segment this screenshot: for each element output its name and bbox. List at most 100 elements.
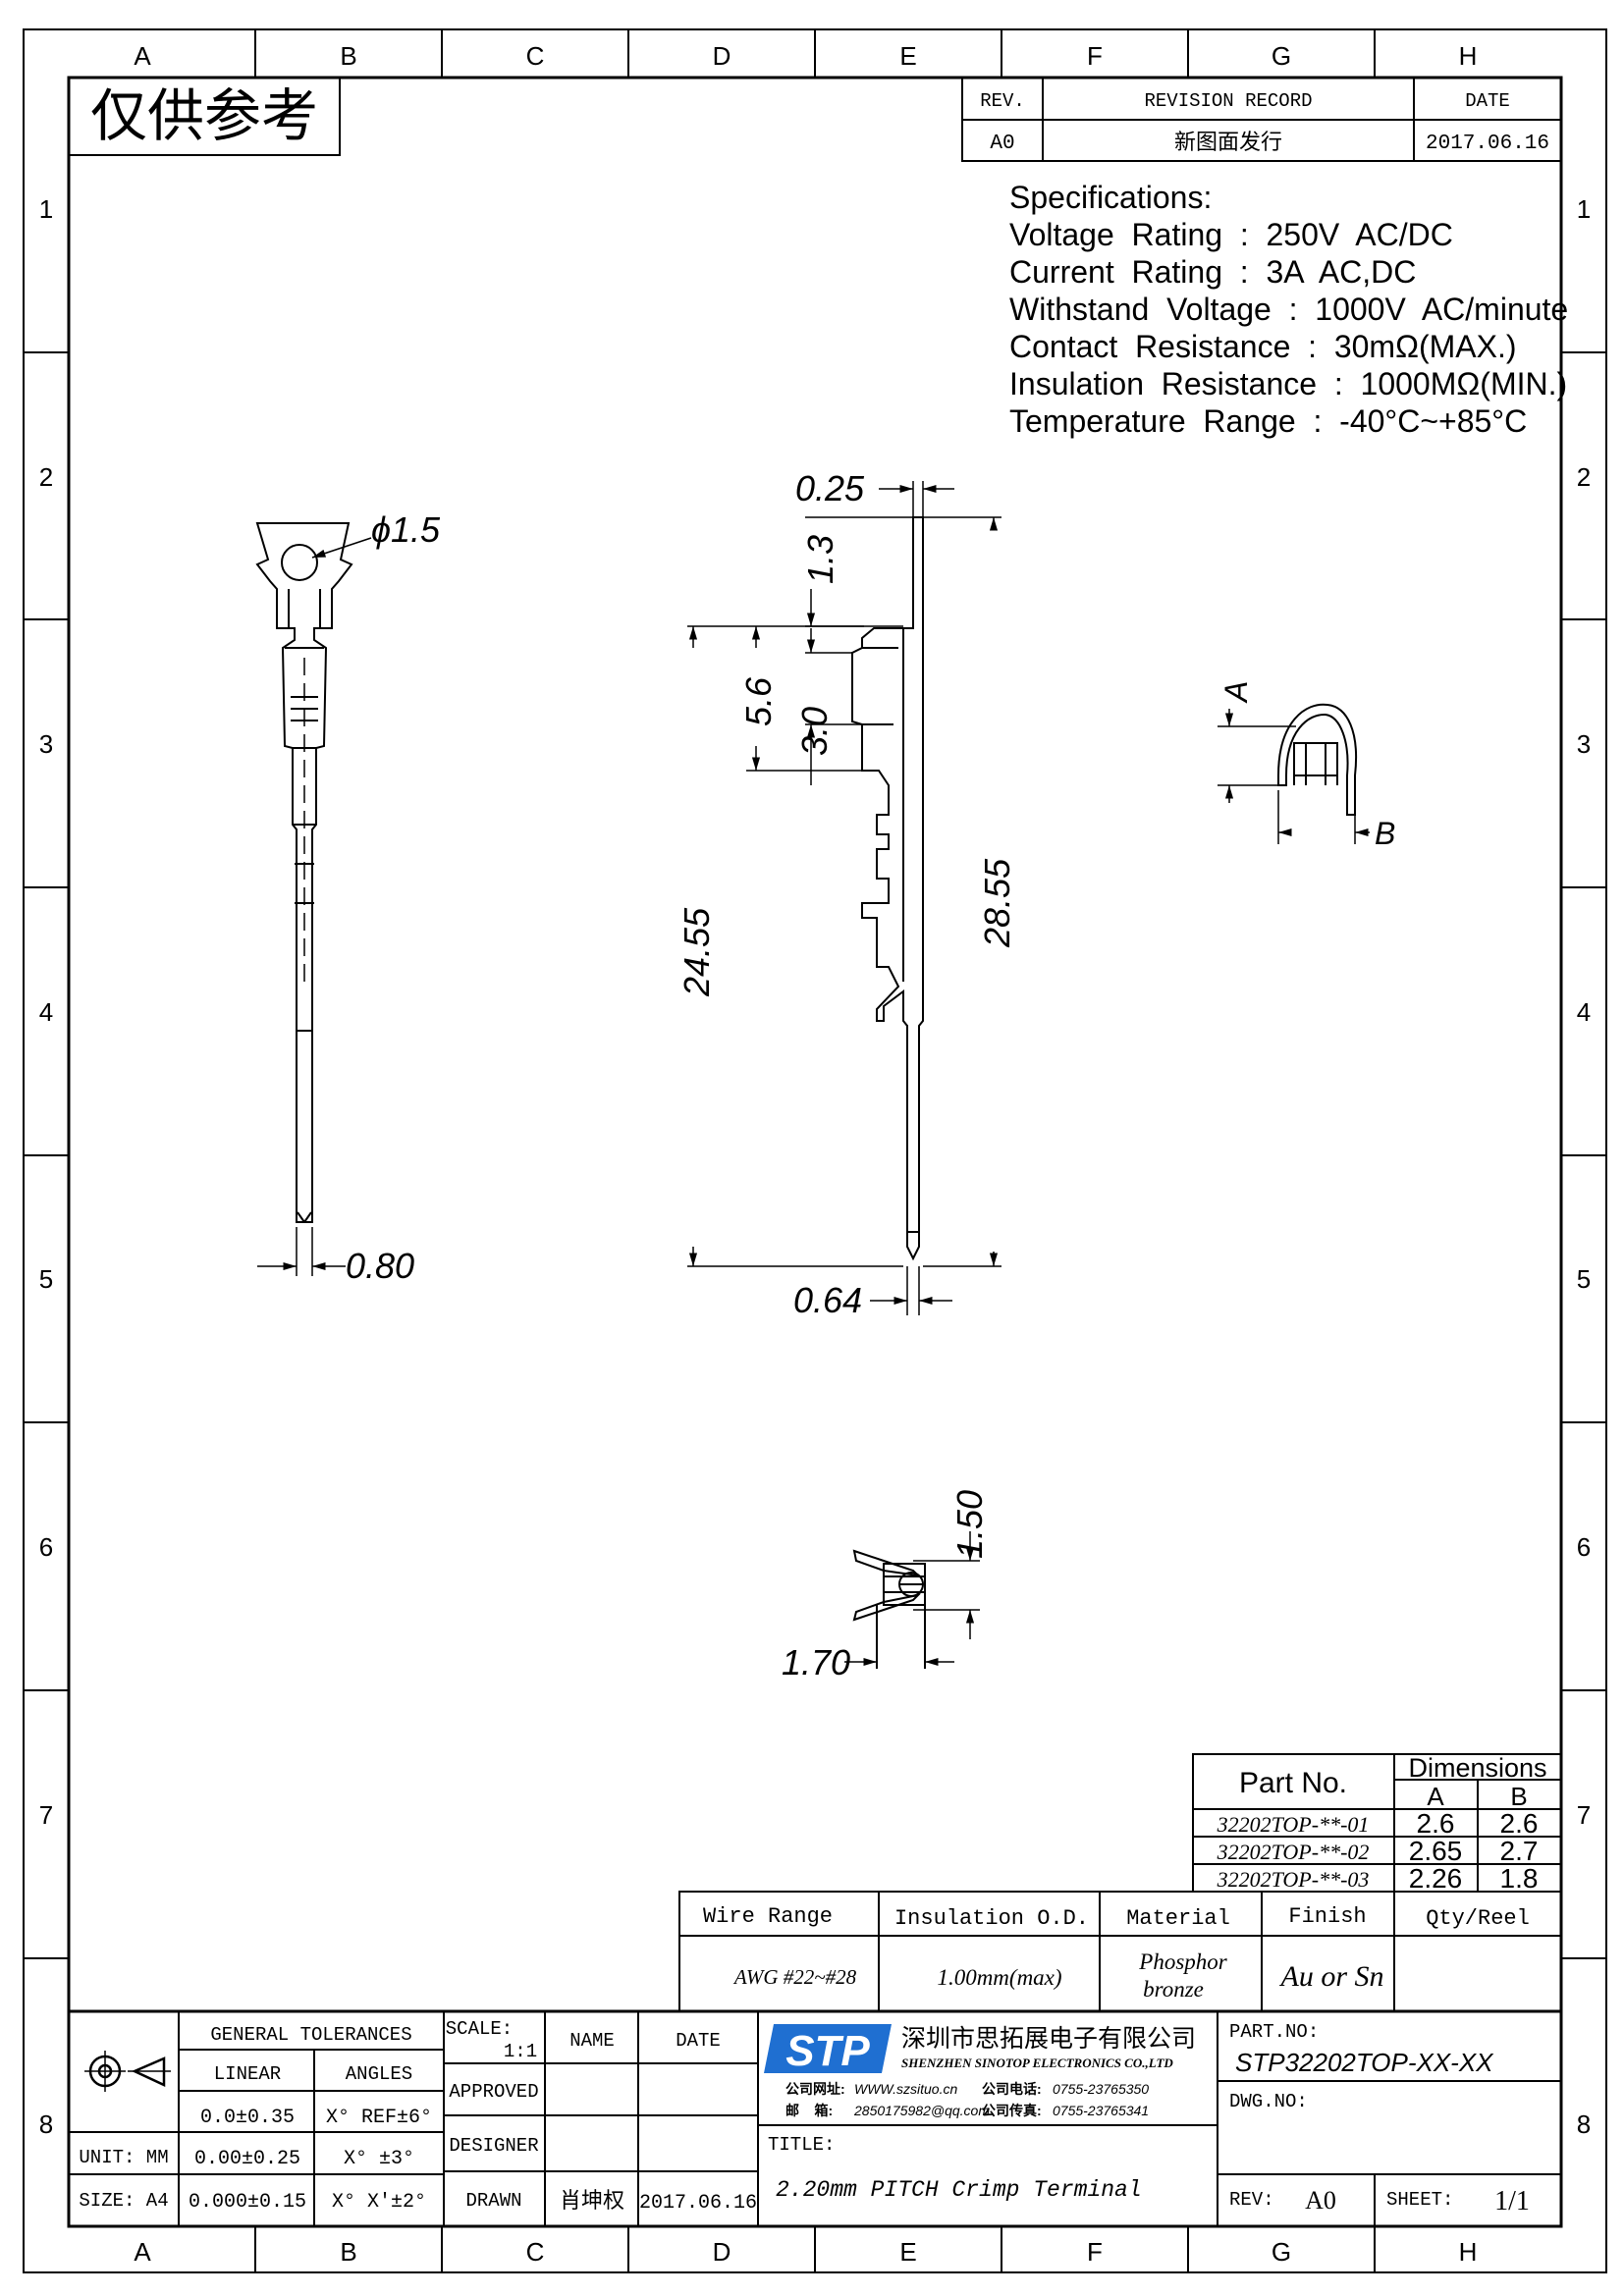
col-label-bottom: H xyxy=(1459,2237,1478,2267)
dim-tip-width: 0.64 xyxy=(793,1280,862,1320)
date-header: DATE xyxy=(1465,90,1510,112)
row-label-right: 5 xyxy=(1577,1264,1591,1294)
spec-line: Contact Resistance : 30mΩ(MAX.) xyxy=(1009,329,1517,364)
fax-value: 0755-23765341 xyxy=(1053,2103,1149,2118)
row-label-right: 6 xyxy=(1577,1532,1591,1562)
col-label-bottom: A xyxy=(134,2237,151,2267)
part-row-number: 32202TOP-**-01 xyxy=(1217,1812,1370,1837)
dim-5-6: 5.6 xyxy=(738,676,779,726)
row-label-left: 4 xyxy=(39,997,53,1027)
row-label-left: 5 xyxy=(39,1264,53,1294)
insulation-value: 1.00mm(max) xyxy=(937,1965,1061,1990)
drawn-label: DRAWN xyxy=(465,2190,521,2212)
angle-tol-3: X° X'±2° xyxy=(332,2191,426,2214)
row-label-left: 3 xyxy=(39,729,53,759)
spec-line: Insulation Resistance : 1000MΩ(MIN.) xyxy=(1009,366,1567,401)
row-label-right: 3 xyxy=(1577,729,1591,759)
col-label-top: B xyxy=(340,41,356,71)
col-label-top: D xyxy=(713,41,731,71)
spec-line: Withstand Voltage : 1000V AC/minute xyxy=(1009,292,1568,327)
dim-1-70: 1.70 xyxy=(782,1642,850,1682)
drawn-name: 肖坤权 xyxy=(560,2189,624,2215)
spec-line: Temperature Range : -40°C~+85°C xyxy=(1009,403,1527,439)
revision-record-value: 新图面发行 xyxy=(1174,131,1282,156)
material-value: bronze xyxy=(1143,1977,1204,2002)
end-dimensions xyxy=(1218,709,1370,844)
rev-label: REV: xyxy=(1229,2189,1274,2211)
sheet-value: 1/1 xyxy=(1494,2186,1530,2216)
mail-value: 2850175982@qq.com xyxy=(853,2103,990,2118)
col-label-bottom: G xyxy=(1272,2237,1291,2267)
row-label-left: 7 xyxy=(39,1800,53,1830)
general-tolerances-label: GENERAL TOLERANCES xyxy=(210,2024,411,2046)
col-a-header: A xyxy=(1427,1782,1444,1811)
col-label-top: C xyxy=(526,41,545,71)
finish-header: Finish xyxy=(1288,1904,1366,1929)
terminal-front-view xyxy=(255,522,353,1223)
wire-range-header: Wire Range xyxy=(703,1904,833,1929)
linear-tol-3: 0.000±0.15 xyxy=(189,2191,306,2214)
wire-range-value: AWG #22~#28 xyxy=(732,1965,857,1989)
col-label-top: E xyxy=(899,41,916,71)
fax-label: 公司传真: xyxy=(982,2103,1042,2118)
col-label-bottom: D xyxy=(713,2237,731,2267)
part-number-label: PART.NO: xyxy=(1229,2021,1319,2043)
title-block xyxy=(67,2009,1563,2228)
front-dimensions xyxy=(257,537,372,1276)
col-b-header: B xyxy=(1510,1782,1527,1811)
row-label-right: 4 xyxy=(1577,997,1591,1027)
size-label: SIZE: A4 xyxy=(79,2190,168,2212)
sheet-label: SHEET: xyxy=(1386,2189,1453,2211)
dim-hole-diameter: ϕ1.5 xyxy=(371,509,441,550)
scale-label: SCALE: xyxy=(446,2018,513,2040)
drawn-date: 2017.06.16 xyxy=(639,2192,757,2215)
col-label-top: A xyxy=(134,41,151,71)
col-label-bottom: F xyxy=(1087,2237,1103,2267)
angle-tol-2: X° ±3° xyxy=(344,2148,414,2170)
dim-label-a: A xyxy=(1218,681,1254,704)
dim-pin-width: 0.80 xyxy=(346,1246,414,1286)
approved-label: APPROVED xyxy=(449,2081,538,2103)
dim-1-50: 1.50 xyxy=(949,1490,990,1559)
part-number-value: STP32202TOP-XX-XX xyxy=(1235,2048,1494,2077)
row-label-left: 6 xyxy=(39,1532,53,1562)
zone-markers xyxy=(24,29,1606,2272)
rev-header: REV. xyxy=(980,90,1025,112)
angles-label: ANGLES xyxy=(346,2063,412,2085)
row-label-left: 1 xyxy=(39,194,53,224)
material-value: Phosphor xyxy=(1138,1949,1228,1974)
part-row-number: 32202TOP-**-03 xyxy=(1217,1867,1370,1892)
part-row-number: 32202TOP-**-02 xyxy=(1217,1840,1370,1864)
part-row-a: 2.6 xyxy=(1417,1808,1455,1839)
watermark-text: 仅供参考 xyxy=(90,84,318,148)
phone-label: 公司电话: xyxy=(982,2081,1042,2097)
tip-dimensions xyxy=(844,1531,980,1667)
part-no-header: Part No. xyxy=(1239,1767,1347,1799)
row-label-right: 2 xyxy=(1577,462,1591,492)
rev-value: A0 xyxy=(990,133,1014,155)
finish-value: Au or Sn xyxy=(1279,1960,1384,1993)
drawing-title: 2.20mm PITCH Crimp Terminal xyxy=(776,2177,1142,2203)
revision-date-value: 2017.06.16 xyxy=(1426,133,1549,155)
row-label-right: 8 xyxy=(1577,2109,1591,2139)
row-label-right: 7 xyxy=(1577,1800,1591,1830)
row-label-left: 8 xyxy=(39,2109,53,2139)
scale-value: 1:1 xyxy=(504,2041,537,2062)
linear-label: LINEAR xyxy=(214,2063,281,2085)
angle-tol-1: X° REF±6° xyxy=(326,2107,432,2129)
col-label-top: G xyxy=(1272,41,1291,71)
part-row-b: 2.6 xyxy=(1500,1808,1539,1839)
qty-reel-header: Qty/Reel xyxy=(1426,1906,1530,1931)
designer-label: DESIGNER xyxy=(449,2135,538,2157)
part-row-b: 1.8 xyxy=(1500,1863,1539,1894)
company-name-en: SHENZHEN SINOTOP ELECTRONICS CO.,LTD xyxy=(901,2056,1173,2070)
dim-label-b: B xyxy=(1375,816,1395,851)
dim-28-55: 28.55 xyxy=(977,858,1017,948)
linear-tol-1: 0.0±0.35 xyxy=(200,2107,295,2129)
date-label: DATE xyxy=(676,2030,721,2052)
side-dimensions xyxy=(687,481,1001,1315)
name-label: NAME xyxy=(569,2030,615,2052)
spec-heading: Specifications: xyxy=(1009,180,1212,215)
title-label: TITLE: xyxy=(768,2134,835,2156)
